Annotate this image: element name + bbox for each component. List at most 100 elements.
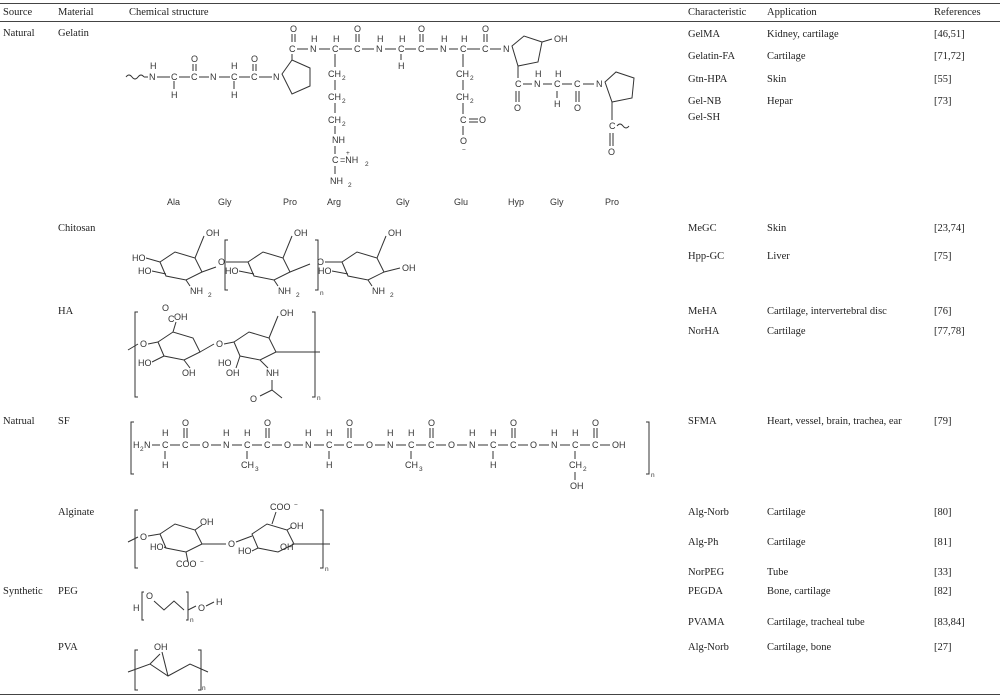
source-cell: Natural [3,28,35,39]
svg-text:N: N [149,72,156,82]
application-cell: Cartilage [767,326,806,337]
svg-text:O: O [218,257,225,267]
svg-text:C: C [168,314,175,324]
svg-text:N: N [310,44,317,54]
svg-text:H: H [461,34,468,44]
svg-text:H: H [162,428,169,438]
application-cell: Bone, cartilage [767,586,831,597]
characteristic-cell: PEGDA [688,586,724,597]
svg-text:O: O [202,440,209,450]
references-cell: [83,84] [934,617,965,628]
svg-text:C: C [332,155,339,165]
svg-text:HO: HO [218,358,232,368]
svg-text:OH: OH [200,517,214,527]
svg-text:O: O [182,418,189,428]
svg-text:OH: OH [402,263,416,273]
svg-text:H: H [555,69,562,79]
application-cell: Cartilage, bone [767,642,832,653]
svg-text:N: N [469,440,476,450]
application-cell: Heart, vessel, brain, trachea, ear [767,416,902,427]
svg-text:2: 2 [583,466,587,473]
svg-text:O: O [317,257,324,267]
svg-text:O: O [530,440,537,450]
residue-label: Gly [550,197,564,207]
characteristic-cell: MeGC [688,223,717,234]
references-cell: [55] [934,74,952,85]
svg-text:OH: OH [570,481,584,491]
material-cell: Chitosan [58,223,96,234]
svg-text:O: O [251,54,258,64]
svg-text:N: N [223,440,230,450]
svg-text:C: C [346,440,353,450]
svg-text:N: N [551,440,558,450]
svg-text:NH: NH [278,286,291,296]
svg-text:C: C [574,79,581,89]
svg-text:H: H [171,90,178,100]
svg-text:COO: COO [270,502,291,512]
application-cell: Hepar [767,96,793,107]
svg-text:C: C [398,44,405,54]
application-cell: Tube [767,567,789,578]
svg-text:2: 2 [470,98,474,105]
svg-text:H: H [441,34,448,44]
application-cell: Cartilage, intervertebral disc [767,306,887,317]
svg-text:O: O [510,418,517,428]
svg-text:C: C [510,440,517,450]
svg-text:H: H [554,99,561,109]
svg-text:H: H [551,428,558,438]
svg-text:O: O [146,591,153,601]
svg-text:+: + [346,150,350,157]
svg-text:H: H [469,428,476,438]
svg-text:O: O [140,339,147,349]
characteristic-cell: PVAMA [688,617,725,628]
svg-text:NH: NH [266,368,279,378]
residue-label: Ala [167,197,180,207]
characteristic-cell: GelMA [688,29,721,40]
svg-text:O: O [448,440,455,450]
svg-text:O: O [354,24,361,34]
header-material: Material [58,7,94,18]
references-cell: [46,51] [934,29,965,40]
svg-text:OH: OH [388,228,402,238]
source-cell: Natrual [3,416,35,427]
svg-text:C: C [264,440,271,450]
svg-text:H: H [387,428,394,438]
header-rule [0,21,1000,22]
svg-text:HO: HO [150,542,164,552]
svg-text:CH: CH [456,69,469,79]
svg-text:C: C [418,44,425,54]
svg-text:H: H [305,428,312,438]
references-cell: [71,72] [934,51,965,62]
svg-text:2: 2 [348,182,352,189]
svg-text:H: H [231,61,238,71]
source-cell: Synthetic [3,586,43,597]
references-cell: [76] [934,306,952,317]
alginate-structure: n O OH HO COO − O COO − OH HO OH [127,502,330,573]
application-cell: Skin [767,223,787,234]
svg-text:2: 2 [390,292,394,299]
svg-text:OH: OH [154,642,168,652]
references-cell: [81] [934,537,952,548]
references-cell: [33] [934,567,952,578]
characteristic-cell: Gel-SH [688,112,721,123]
table-top-rule [0,3,1000,4]
svg-text:2: 2 [208,292,212,299]
svg-text:H: H [162,460,169,470]
svg-text:O: O [366,440,373,450]
svg-text:H: H [490,428,497,438]
svg-text:N: N [210,72,217,82]
svg-text:H: H [231,90,238,100]
svg-text:2: 2 [365,161,369,168]
svg-text:HO: HO [225,266,239,276]
svg-text:H: H [333,34,340,44]
gelatin-structure: N H C H C O N C H H C O N C O N H C H CH… [125,24,635,189]
svg-text:O: O [290,24,297,34]
svg-text:OH: OH [294,228,308,238]
svg-text:H: H [535,69,542,79]
svg-text:OH: OH [182,368,196,378]
svg-text:OH: OH [612,440,626,450]
svg-text:−: − [200,559,204,566]
characteristic-cell: SFMA [688,416,717,427]
material-cell: PEG [58,586,78,597]
